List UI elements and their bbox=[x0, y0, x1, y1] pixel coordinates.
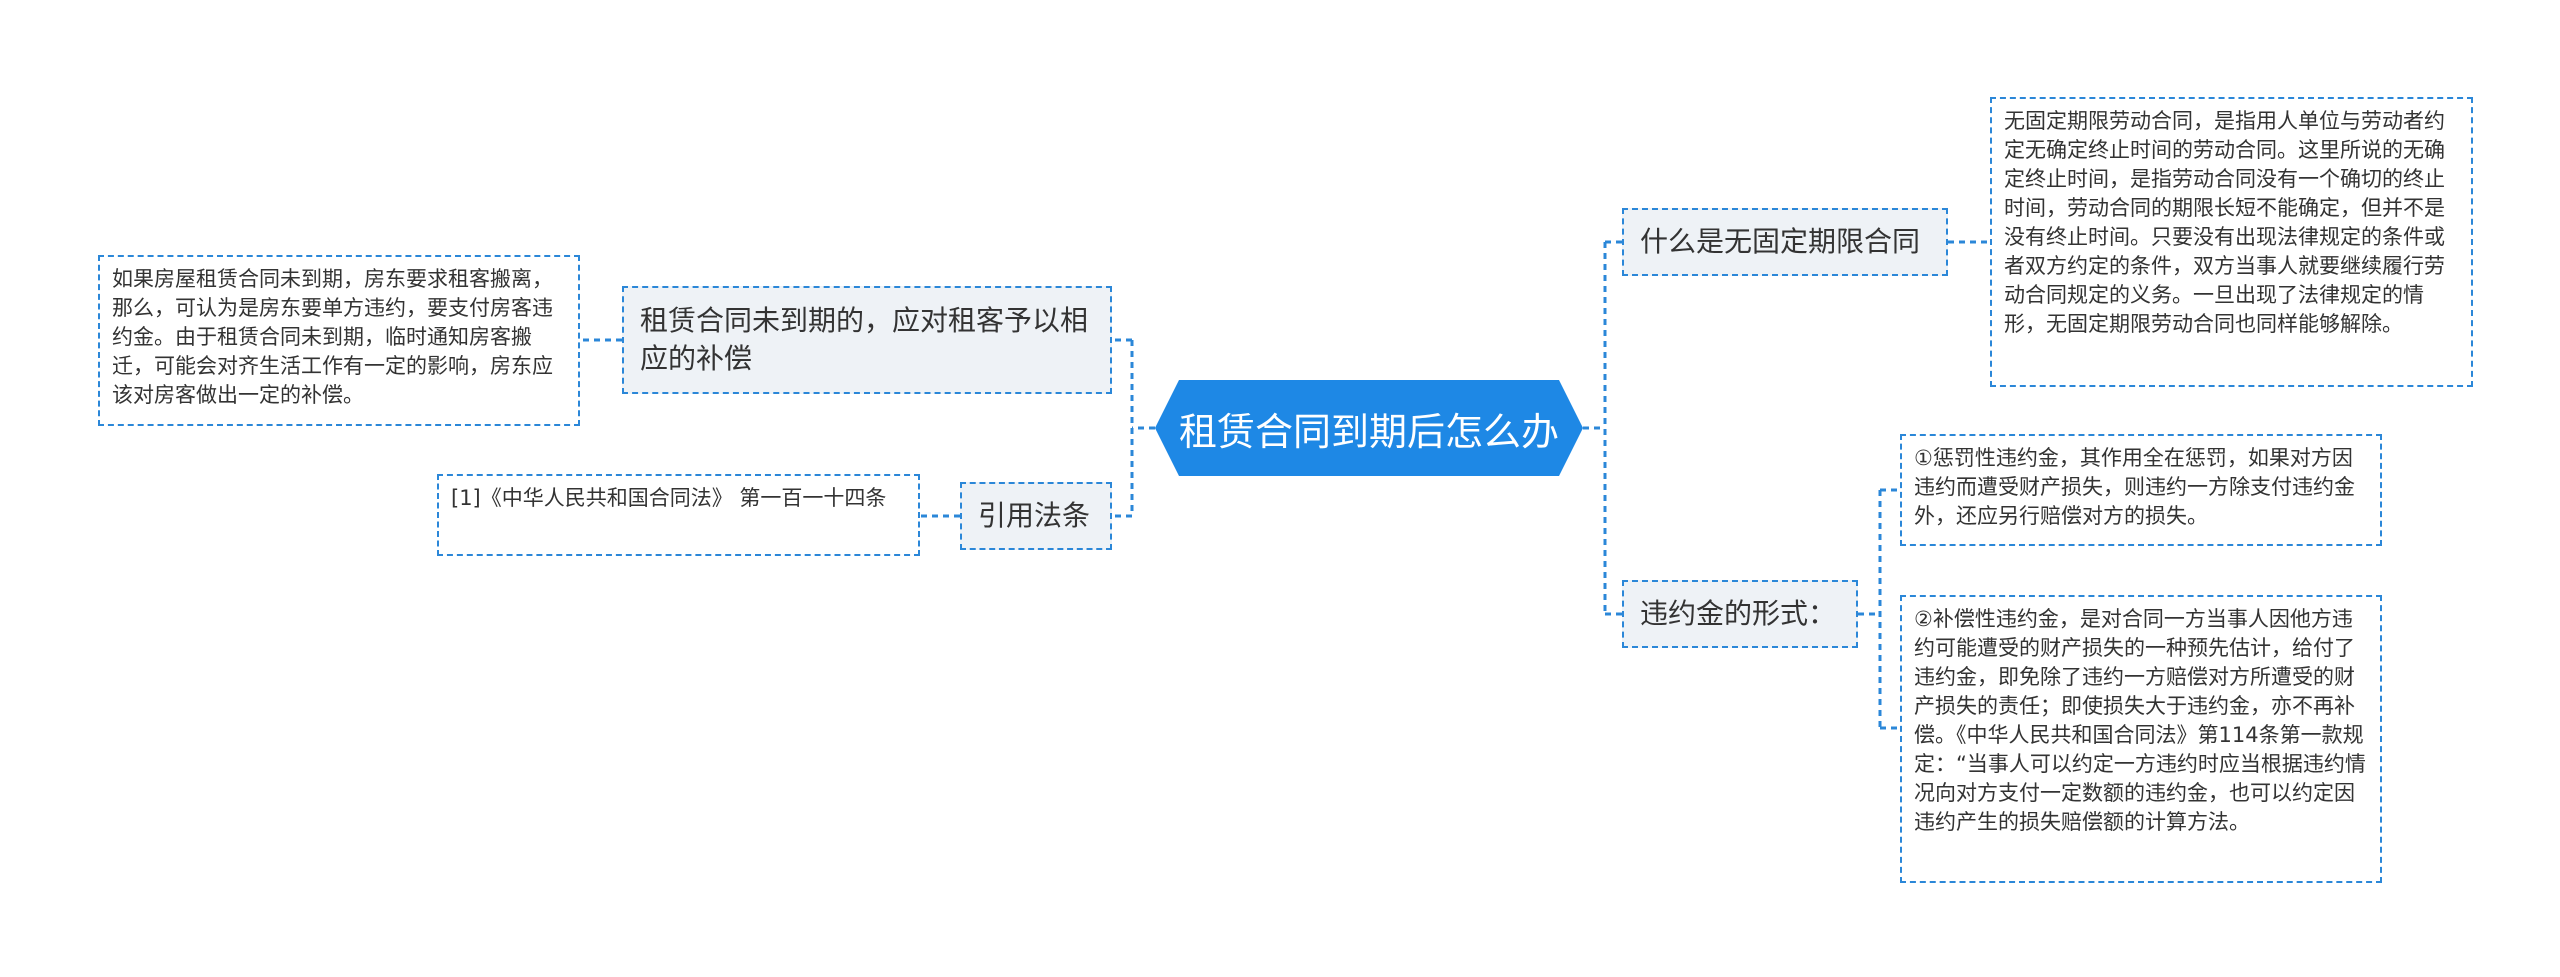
branch-penalty-forms[interactable]: 违约金的形式： bbox=[1622, 580, 1858, 648]
leaf-punitive-penalty-text: ①惩罚性违约金，其作用全在惩罚，如果对方因违约而遭受财产损失，则违约一方除支付违… bbox=[1914, 446, 2355, 528]
branch-cited-law[interactable]: 引用法条 bbox=[960, 482, 1112, 550]
leaf-open-ended-contract-text: 无固定期限劳动合同，是指用人单位与劳动者约定无确定终止时间的劳动合同。这里所说的… bbox=[2004, 109, 2445, 336]
leaf-contract-not-expired-detail: 如果房屋租赁合同未到期，房东要求租客搬离，那么，可认为是房东要单方违约，要支付房… bbox=[98, 255, 580, 426]
leaf-compensatory-penalty-text: ②补偿性违约金，是对合同一方当事人因他方违约可能遭受的财产损失的一种预先估计，给… bbox=[1914, 607, 2366, 834]
leaf-contract-not-expired-text: 如果房屋租赁合同未到期，房东要求租客搬离，那么，可认为是房东要单方违约，要支付房… bbox=[112, 267, 553, 407]
branch-contract-not-expired[interactable]: 租赁合同未到期的，应对租客予以相应的补偿 bbox=[622, 286, 1112, 394]
branch-open-ended-contract[interactable]: 什么是无固定期限合同 bbox=[1622, 208, 1948, 276]
root-topic[interactable]: 租赁合同到期后怎么办 bbox=[1155, 380, 1583, 476]
branch-cited-law-label: 引用法条 bbox=[978, 499, 1091, 532]
leaf-cited-law-text: [1]《中华人民共和国合同法》 第一百一十四条 bbox=[451, 486, 887, 510]
leaf-compensatory-penalty: ②补偿性违约金，是对合同一方当事人因他方违约可能遭受的财产损失的一种预先估计，给… bbox=[1900, 595, 2382, 883]
root-topic-label: 租赁合同到期后怎么办 bbox=[1178, 409, 1559, 454]
branch-contract-not-expired-label: 租赁合同未到期的，应对租客予以相应的补偿 bbox=[640, 304, 1089, 375]
branch-penalty-forms-label: 违约金的形式： bbox=[1640, 597, 1837, 630]
leaf-punitive-penalty: ①惩罚性违约金，其作用全在惩罚，如果对方因违约而遭受财产损失，则违约一方除支付违… bbox=[1900, 434, 2382, 546]
branch-open-ended-contract-label: 什么是无固定期限合同 bbox=[1640, 225, 1921, 258]
leaf-open-ended-contract-detail: 无固定期限劳动合同，是指用人单位与劳动者约定无确定终止时间的劳动合同。这里所说的… bbox=[1990, 97, 2473, 387]
leaf-cited-law-detail: [1]《中华人民共和国合同法》 第一百一十四条 bbox=[437, 474, 920, 556]
